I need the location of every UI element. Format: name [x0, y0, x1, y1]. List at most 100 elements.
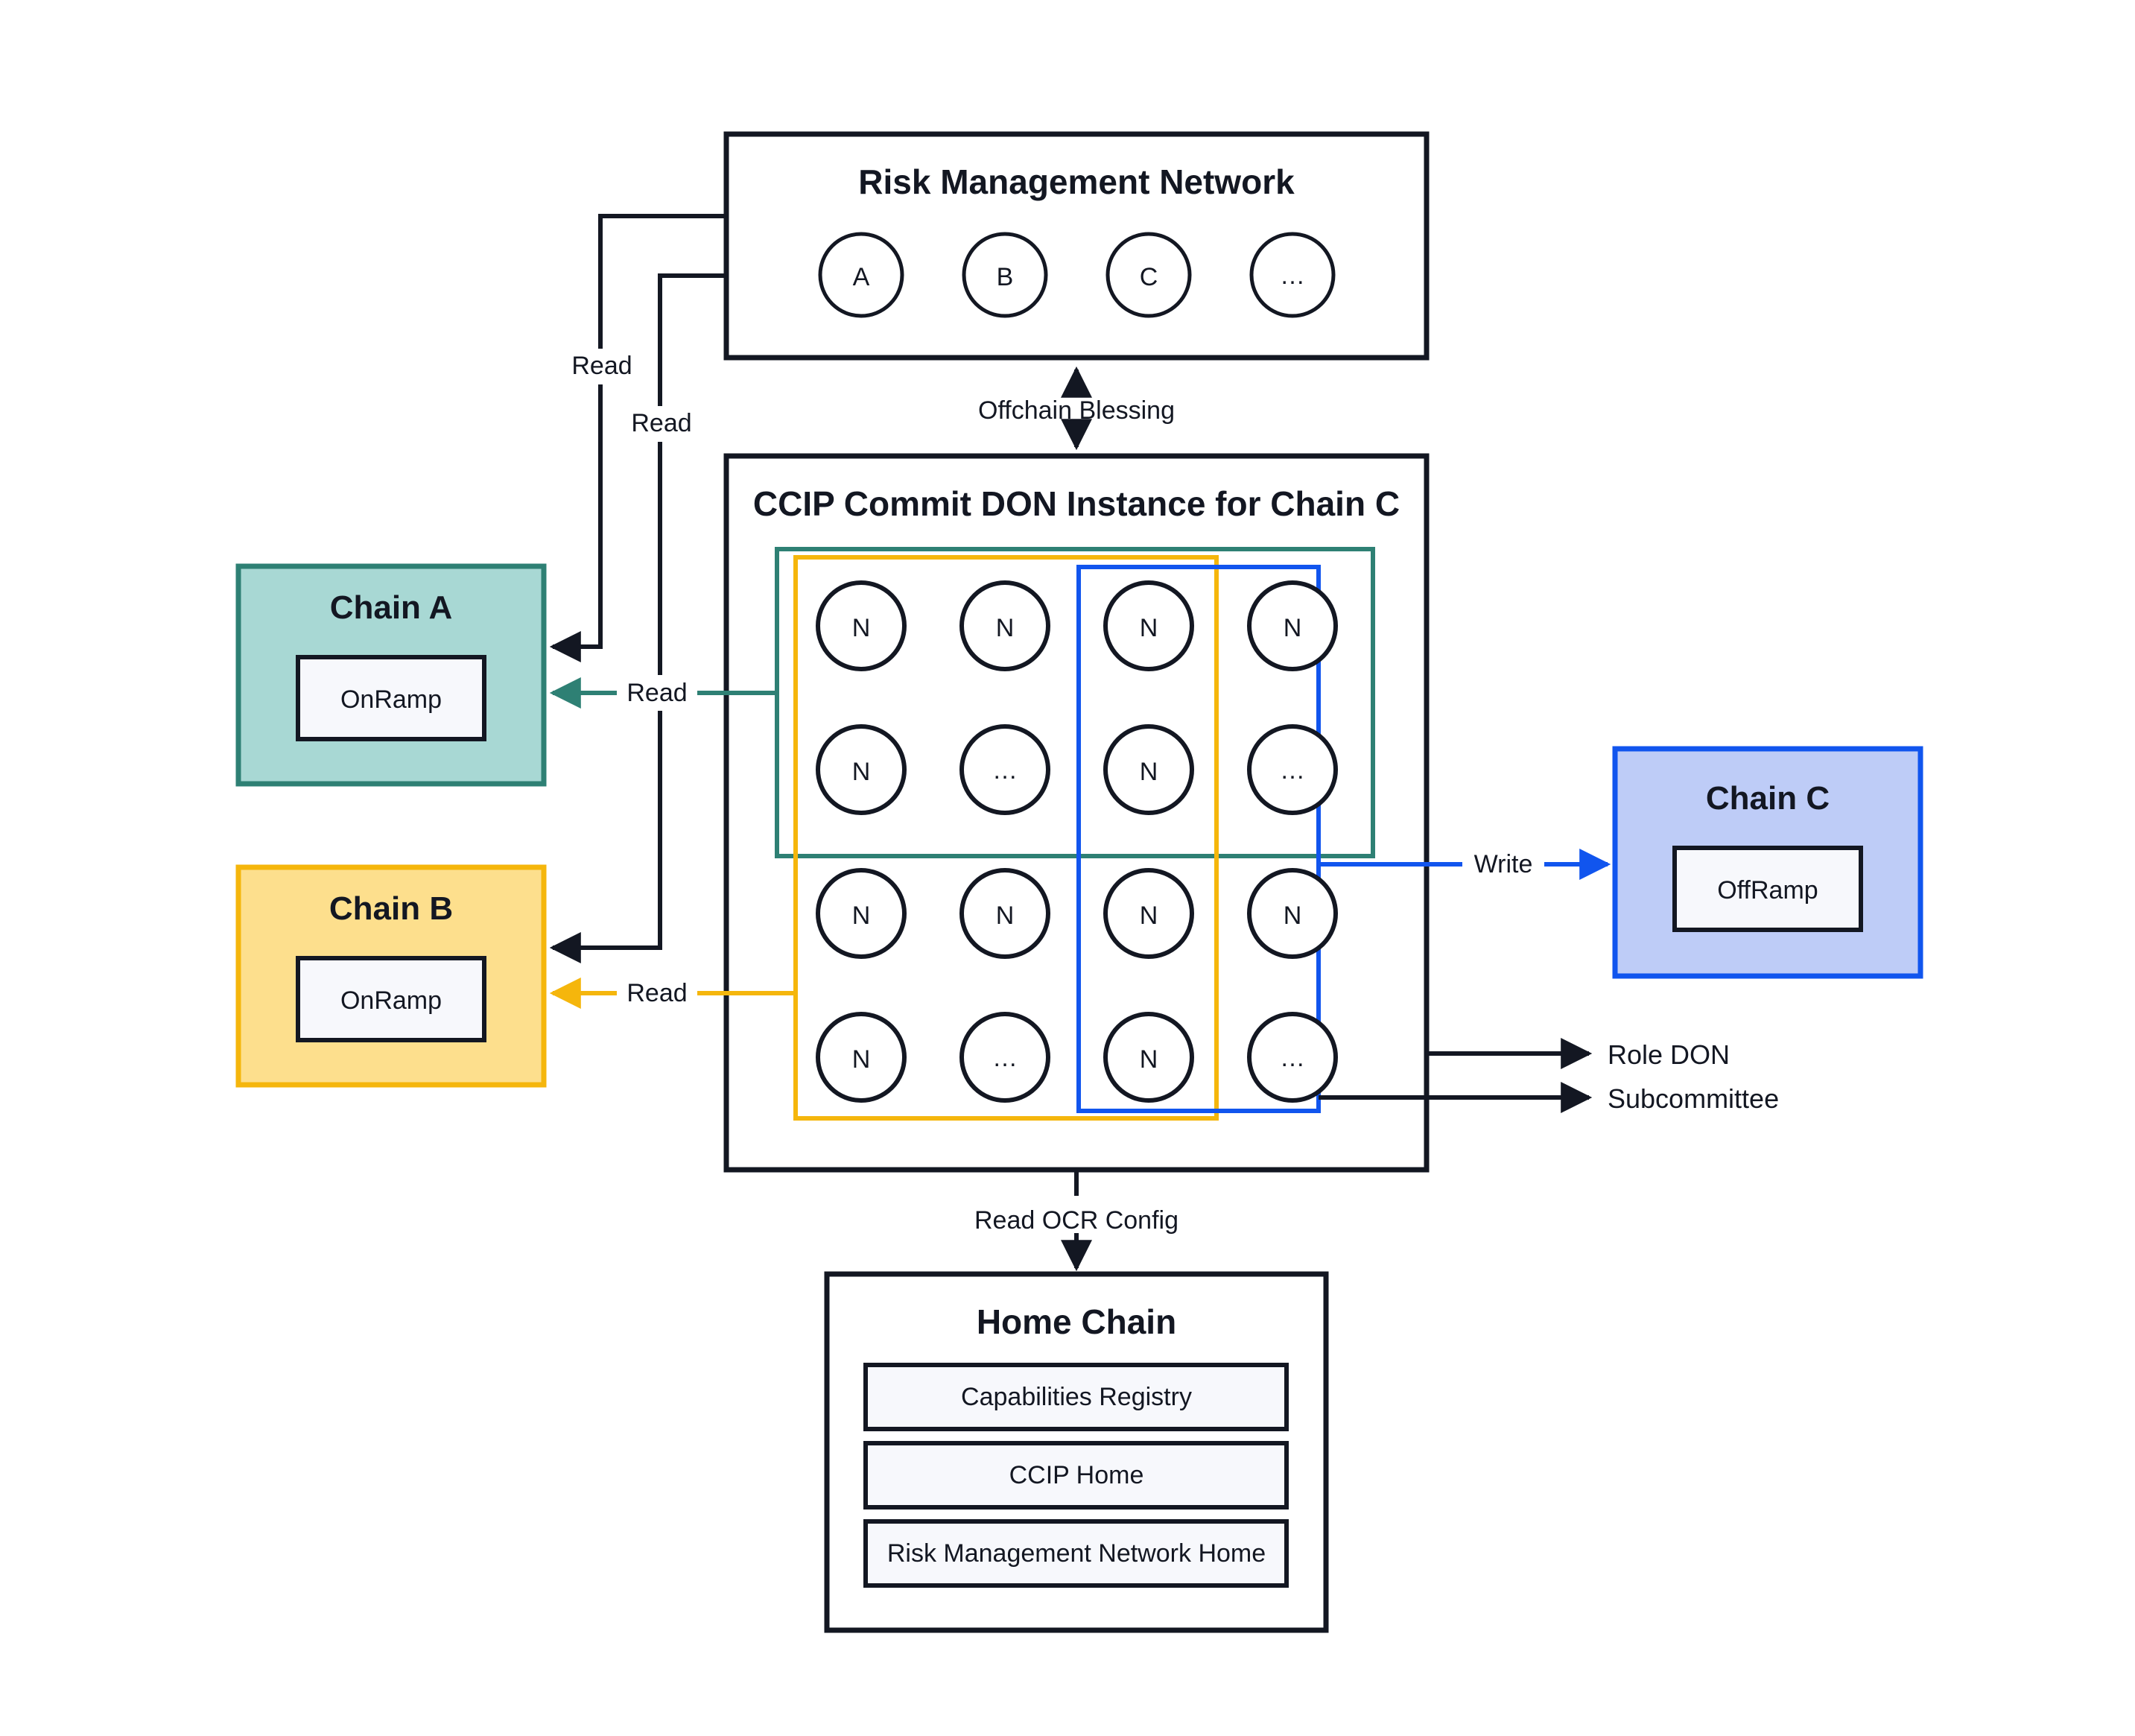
- amber-group-rect: [793, 555, 1219, 1121]
- don-node-r2c2-label: N: [1140, 902, 1158, 930]
- don-node-r2c1: N: [959, 868, 1050, 959]
- don-node-r0c1-circle: [959, 580, 1050, 671]
- don-node-r2c2-circle: [1103, 868, 1194, 959]
- ccip-home-label: CCIP Home: [1009, 1461, 1144, 1489]
- edge-read-don-to-chain-b: Read: [549, 975, 796, 1011]
- don-node-r1c1-circle: [959, 724, 1050, 815]
- don-node-r0c3-circle: [1247, 580, 1338, 671]
- don-node-r1c3: …: [1247, 724, 1338, 815]
- don-node-r3c0-label: N: [852, 1045, 871, 1074]
- risk-management-network-box: Risk Management Network A B C …: [723, 131, 1430, 361]
- read-don-a-label: Read: [626, 679, 687, 707]
- rmn-node-more: …: [1249, 232, 1336, 318]
- rmn-node-a-label: A: [853, 263, 870, 291]
- don-node-r0c1: N: [959, 580, 1050, 671]
- home-chain-item-rmn-home: Risk Management Network Home: [863, 1519, 1289, 1588]
- chain-b-title: Chain B: [329, 890, 453, 927]
- rmn-node-more-circle: [1249, 232, 1336, 318]
- chain-b-onramp-label: OnRamp: [340, 986, 442, 1015]
- rmn-node-a: A: [818, 232, 904, 318]
- capabilities-registry-label: Capabilities Registry: [961, 1383, 1192, 1411]
- rmn-node-b-label: B: [997, 263, 1014, 291]
- edge-read-don-to-chain-a: Read: [549, 675, 777, 711]
- chain-c-box: Chain C OffRamp: [1612, 746, 1923, 979]
- read-don-b-label: Read: [626, 979, 687, 1007]
- chain-c-title: Chain C: [1706, 780, 1830, 817]
- don-node-r3c2-circle: [1103, 1012, 1194, 1103]
- write-don-c-label-bg: [1462, 846, 1544, 882]
- don-node-r1c1: …: [959, 724, 1050, 815]
- don-node-r3c2: N: [1103, 1012, 1194, 1103]
- rmn-home-box: [863, 1519, 1289, 1588]
- chain-a-onramp-box: [296, 655, 486, 741]
- don-node-r1c3-circle: [1247, 724, 1338, 815]
- don-node-r0c0-label: N: [852, 614, 871, 642]
- don-node-r3c0-circle: [816, 1012, 907, 1103]
- edge-read-ocr-config: Read OCR Config: [974, 1172, 1178, 1272]
- don-node-r3c0: N: [816, 1012, 907, 1103]
- home-chain-box: Home Chain Capabilities Registry CCIP Ho…: [824, 1271, 1329, 1633]
- don-node-r3c1: …: [959, 1012, 1050, 1103]
- rmn-node-c-circle: [1105, 232, 1192, 318]
- rmn-node-b-circle: [962, 232, 1048, 318]
- don-node-r1c2-label: N: [1140, 758, 1158, 786]
- don-node-r1c0: N: [816, 724, 907, 815]
- home-chain-item-capabilities-registry: Capabilities Registry: [863, 1363, 1289, 1431]
- home-chain-item-ccip-home: CCIP Home: [863, 1441, 1289, 1510]
- don-node-r2c3-circle: [1247, 868, 1338, 959]
- read-rmn-b-label-bg: [624, 406, 699, 442]
- don-node-r1c2: N: [1103, 724, 1194, 815]
- legend-subcommittee: Subcommittee: [1319, 1082, 1779, 1114]
- chain-a-onramp-label: OnRamp: [340, 685, 442, 714]
- rmn-node-a-circle: [818, 232, 904, 318]
- chain-a-box: Chain A OnRamp: [235, 563, 547, 787]
- don-node-r3c2-label: N: [1140, 1045, 1158, 1074]
- don-node-r2c2: N: [1103, 868, 1194, 959]
- don-node-r3c3: …: [1247, 1012, 1338, 1103]
- read-rmn-b-path: [549, 273, 726, 963]
- rmn-title: Risk Management Network: [858, 162, 1295, 201]
- read-rmn-a-path: [549, 214, 726, 662]
- commit-don-node-grid: N N N N N …: [816, 580, 1338, 1103]
- role-don-label: Role DON: [1608, 1039, 1730, 1070]
- don-node-r1c0-circle: [816, 724, 907, 815]
- rmn-node-b: B: [962, 232, 1048, 318]
- don-node-r0c1-label: N: [996, 614, 1015, 642]
- chain-c-offramp-box: [1672, 846, 1863, 932]
- edge-read-rmn-to-chain-a: Read: [549, 214, 726, 662]
- chain-c-offramp-label: OffRamp: [1717, 876, 1818, 905]
- chain-b-box: Chain B OnRamp: [235, 864, 547, 1088]
- chain-b-onramp-box: [296, 956, 486, 1042]
- don-node-r0c2: N: [1103, 580, 1194, 671]
- read-rmn-a-label-bg: [565, 349, 639, 384]
- edge-read-rmn-to-chain-b: Read: [549, 273, 726, 963]
- read-ocr-config-label: Read OCR Config: [974, 1206, 1178, 1235]
- read-rmn-a-label: Read: [571, 352, 632, 380]
- don-node-r2c1-label: N: [996, 902, 1015, 930]
- ccip-home-box: [863, 1441, 1289, 1510]
- write-don-c-label: Write: [1474, 850, 1533, 878]
- legend-role-don: Role DON: [1429, 1038, 1730, 1070]
- read-don-b-label-bg: [617, 975, 697, 1011]
- read-rmn-b-label: Read: [631, 409, 691, 437]
- don-node-r3c3-circle: [1247, 1012, 1338, 1103]
- rmn-node-c: C: [1105, 232, 1192, 318]
- subcommittee-label: Subcommittee: [1608, 1083, 1779, 1114]
- rmn-home-label: Risk Management Network Home: [887, 1539, 1266, 1568]
- don-node-r1c1-label: …: [992, 756, 1018, 785]
- rmn-node-more-label: …: [1280, 262, 1305, 290]
- don-node-r1c3-label: …: [1280, 756, 1305, 785]
- don-node-r0c0: N: [816, 580, 907, 671]
- don-node-r0c2-circle: [1103, 580, 1194, 671]
- don-node-r1c0-label: N: [852, 758, 871, 786]
- don-node-r0c3: N: [1247, 580, 1338, 671]
- don-node-r0c3-label: N: [1284, 614, 1302, 642]
- teal-group-rect: [775, 547, 1375, 858]
- don-node-r3c3-label: …: [1280, 1044, 1305, 1072]
- don-node-r2c0-circle: [816, 868, 907, 959]
- edge-offchain-blessing: Offchain Blessing: [978, 366, 1175, 451]
- offchain-blessing-label: Offchain Blessing: [978, 396, 1175, 425]
- rmn-node-c-label: C: [1140, 263, 1158, 291]
